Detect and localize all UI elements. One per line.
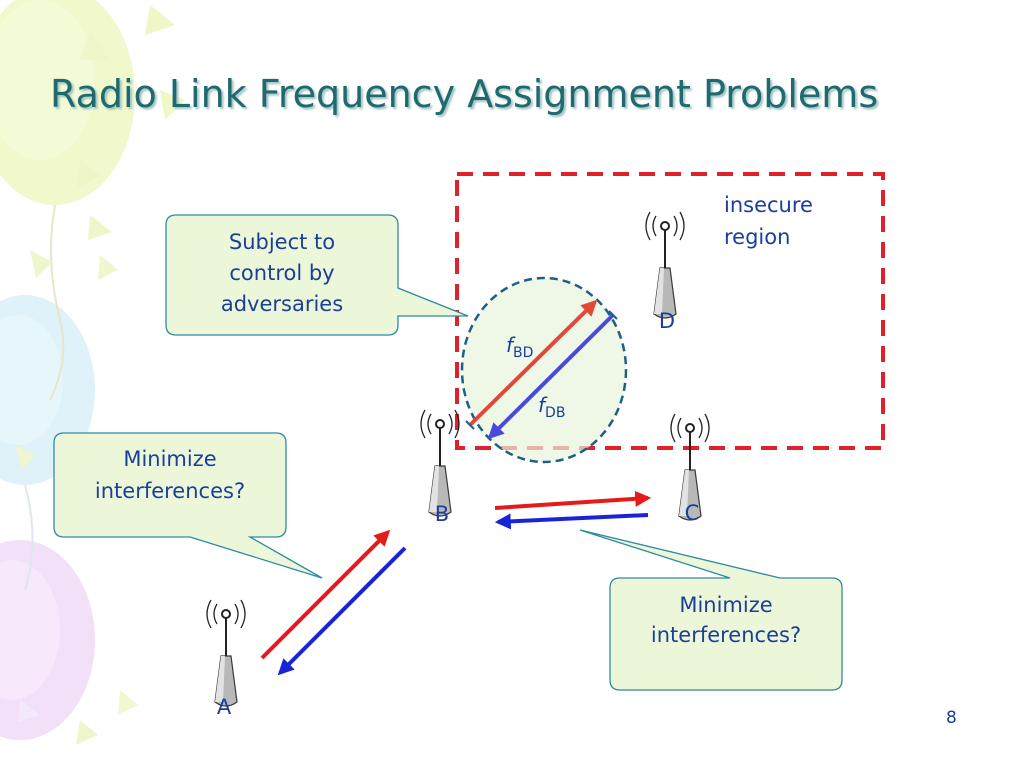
link-c-to-b xyxy=(494,513,649,530)
interference-callout-left-line2: interferences? xyxy=(95,479,245,503)
insecure-region-label: insecure xyxy=(724,193,813,217)
node-label-b: B xyxy=(435,502,449,526)
link-b-to-d xyxy=(468,299,598,427)
tower-b: B xyxy=(420,409,460,526)
tower-d: D xyxy=(645,211,685,333)
interference-callout-left xyxy=(53,432,323,579)
interference-callout-right xyxy=(579,529,843,691)
freq-label-bd: fBD xyxy=(506,333,533,361)
freq-label-db: fDB xyxy=(538,393,565,421)
tower-c: C xyxy=(670,413,710,525)
adversary-callout-line2: control by xyxy=(229,261,334,285)
adversary-callout xyxy=(165,214,469,336)
interference-callout-left-line1: Minimize xyxy=(123,447,216,471)
tower-a: A xyxy=(206,599,246,719)
node-label-d: D xyxy=(659,309,675,333)
node-label-c: C xyxy=(685,501,700,525)
interference-callout-right-line2: interferences? xyxy=(651,623,801,647)
interference-callout-right-line1: Minimize xyxy=(679,593,772,617)
page-number: 8 xyxy=(946,708,957,728)
adversary-zone-ellipse xyxy=(460,276,628,464)
insecure-region-label-line2: region xyxy=(724,225,790,249)
link-d-to-b xyxy=(487,313,615,440)
link-a-to-b xyxy=(260,529,391,660)
adversary-callout-line1: Subject to xyxy=(229,230,335,254)
link-b-to-c xyxy=(494,490,652,510)
page-title: Radio Link Frequency Assignment Problems xyxy=(50,72,879,116)
adversary-callout-line3: adversaries xyxy=(221,292,343,316)
link-b-to-a xyxy=(277,546,407,676)
node-label-a: A xyxy=(217,695,232,719)
